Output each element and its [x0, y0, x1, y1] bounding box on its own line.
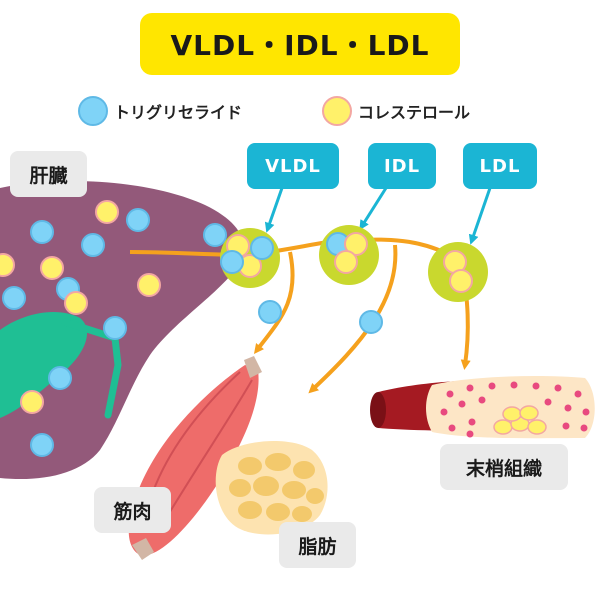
liver-label: 肝臓 [10, 151, 87, 197]
released-triglyceride-1 [258, 300, 282, 324]
idl-tag: IDL [368, 143, 436, 189]
legend-triglyceride-label: トリグリセライド [114, 103, 243, 122]
ldl-pointer [468, 187, 492, 245]
ldl-particle [428, 242, 488, 302]
gallbladder-shape [0, 311, 88, 418]
released-triglyceride-2 [359, 310, 383, 334]
muscle-label: 筋肉 [94, 487, 171, 533]
bile-duct [61, 318, 122, 419]
triglyceride-legend-icon [78, 96, 108, 126]
legend-triglyceride: トリグリセライド [78, 96, 242, 126]
idl-particle [319, 225, 379, 285]
liver-triglyceride-dots [2, 208, 227, 457]
legend-cholesterol-label: コレステロール [358, 103, 471, 122]
ldl-tag: LDL [463, 143, 537, 189]
arrow-to-muscle [253, 251, 295, 354]
cholesterol-legend-icon [322, 96, 352, 126]
vldl-tag: VLDL [247, 143, 339, 189]
vessel-illustration [370, 376, 595, 439]
fat-illustration [215, 440, 328, 535]
idl-pointer [359, 187, 388, 231]
legend-cholesterol: コレステロール [322, 96, 470, 126]
page-title: VLDL・IDL・LDL [140, 13, 460, 75]
transport-line [129, 237, 464, 264]
fat-label: 脂肪 [279, 522, 356, 568]
liver-cholesterol-dots [0, 200, 161, 414]
vldl-pointer [264, 187, 284, 233]
peripheral-tissue-label: 末梢組織 [440, 444, 568, 490]
vldl-particle [220, 228, 280, 288]
